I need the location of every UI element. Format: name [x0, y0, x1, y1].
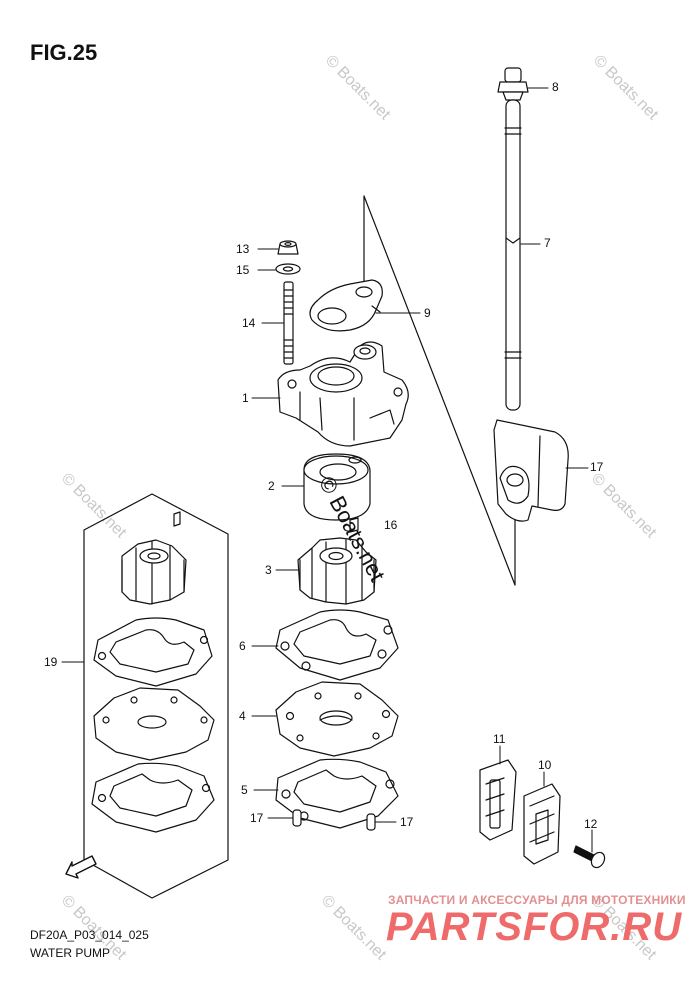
callout-19: 19 [44, 655, 58, 669]
part-15-washer [275, 263, 301, 275]
part-12-screw [573, 845, 606, 869]
part-4-plate [275, 681, 399, 757]
part-6-gasket [275, 609, 399, 681]
callout-10: 10 [538, 758, 552, 772]
part-7-water-tube [504, 99, 522, 411]
callout-2: 2 [268, 479, 275, 493]
figure-title: FIG.25 [30, 40, 98, 65]
callout-18: 17 [590, 460, 604, 474]
part-16-key [349, 517, 359, 533]
part-5-gasket [275, 758, 399, 829]
part-1-pump-case [277, 341, 409, 447]
figure-code: DF20A_P03_014_025 [30, 928, 149, 942]
callout-16: 16 [384, 518, 398, 532]
fwd-arrow-icon [65, 855, 97, 879]
callout-4: 4 [239, 709, 246, 723]
callout-13: 13 [236, 242, 250, 256]
part-8-grommet [497, 67, 529, 101]
brand-subtitle: ЗАПЧАСТИ И АКСЕССУАРЫ ДЛЯ МОТОТЕХНИКИ [388, 893, 686, 907]
leader-lines [61, 87, 593, 853]
callout-17-left: 17 [250, 811, 264, 825]
callout-9: 9 [424, 306, 431, 320]
callout-8: 8 [552, 80, 559, 94]
part-10-clip [523, 783, 561, 865]
part-19-repair-kit [83, 493, 229, 899]
callout-7: 7 [544, 236, 551, 250]
part-14-stud [283, 281, 294, 365]
callout-1: 1 [242, 391, 249, 405]
callout-5: 5 [241, 783, 248, 797]
figure-name: WATER PUMP [30, 946, 110, 960]
callout-12: 12 [584, 817, 598, 831]
part-11-bracket [479, 759, 517, 841]
part-2-liner [303, 453, 371, 521]
callout-15: 15 [236, 263, 250, 277]
brand-logo: PARTSFOR.RU [386, 905, 683, 949]
callout-3: 3 [265, 563, 272, 577]
callout-14: 14 [242, 316, 256, 330]
callout-11: 11 [493, 732, 506, 746]
part-13-nut [277, 240, 299, 255]
part-17-dowel-pins [292, 809, 376, 831]
callout-6: 6 [239, 639, 246, 653]
part-3-impeller [297, 537, 377, 605]
callout-17-right: 17 [400, 815, 414, 829]
part-18-seal [493, 419, 569, 522]
part-9-link-arm [309, 279, 383, 332]
